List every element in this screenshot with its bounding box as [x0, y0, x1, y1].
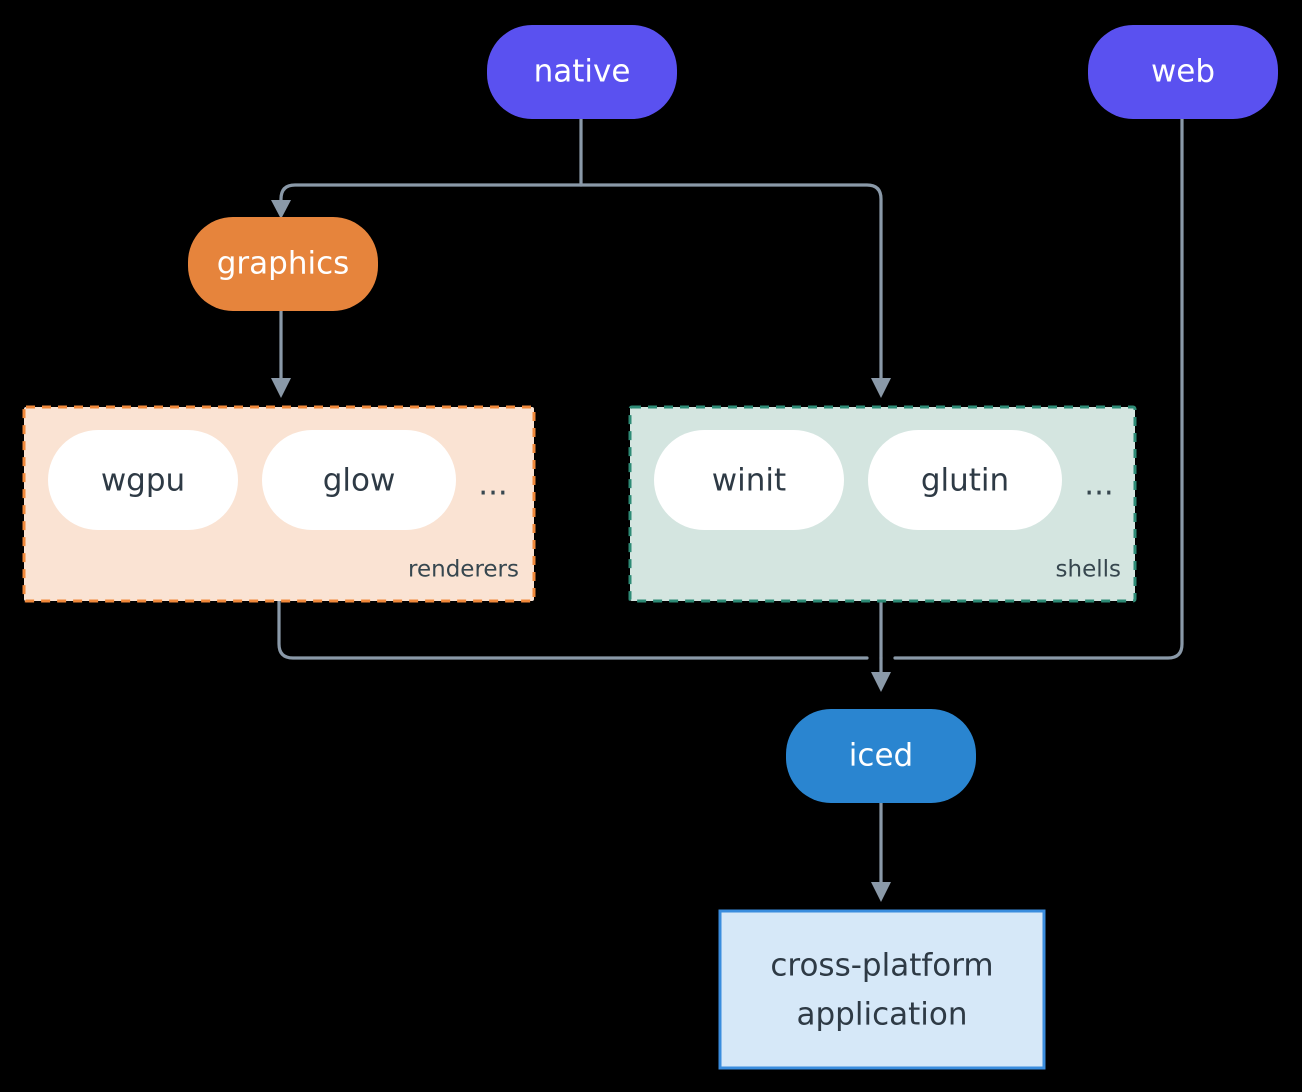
group-renderers-label: renderers — [408, 557, 519, 583]
arrowhead-iced-application — [871, 882, 891, 902]
group-shells-label: shells — [1056, 557, 1121, 583]
node-application-label-line2: application — [797, 997, 968, 1033]
node-iced[interactable]: iced — [786, 709, 976, 803]
node-wgpu[interactable]: wgpu — [48, 430, 238, 530]
node-glow-label: glow — [323, 463, 396, 499]
node-web[interactable]: web — [1088, 25, 1278, 119]
shells-overflow-ellipsis: ... — [1084, 467, 1114, 503]
node-glutin[interactable]: glutin — [868, 430, 1062, 530]
edge-native-to-shells — [579, 183, 883, 384]
arrowhead-native-shells — [871, 378, 891, 398]
node-graphics-shape — [188, 217, 378, 311]
edge-renderers-to-iced — [277, 599, 869, 660]
node-glow[interactable]: glow — [262, 430, 456, 530]
node-web-label: web — [1151, 54, 1215, 90]
renderers-overflow-ellipsis: ... — [478, 467, 508, 503]
node-glow-shape — [262, 430, 456, 530]
node-native-label: native — [534, 54, 631, 90]
node-wgpu-shape — [48, 430, 238, 530]
node-application-shape — [718, 909, 1046, 1070]
node-application-label-line1: cross-platform — [770, 948, 993, 984]
node-native[interactable]: native — [487, 25, 677, 119]
node-winit-label: winit — [712, 463, 786, 499]
edge-web-to-iced — [893, 117, 1184, 660]
edge-native-to-graphics — [279, 183, 583, 207]
node-wgpu-label: wgpu — [101, 463, 185, 499]
arrowhead-merge-iced — [871, 672, 891, 692]
group-shells: winit glutin ... shells — [628, 405, 1137, 603]
group-renderers: wgpu glow ... renderers — [22, 405, 536, 603]
node-glutin-label: glutin — [921, 463, 1009, 499]
node-web-shape — [1088, 25, 1278, 119]
node-winit-shape — [654, 430, 844, 530]
arrowhead-graphics-renderers — [271, 378, 291, 398]
node-application[interactable]: cross-platform application — [718, 909, 1046, 1070]
node-graphics[interactable]: graphics — [188, 217, 378, 311]
node-winit[interactable]: winit — [654, 430, 844, 530]
node-iced-label: iced — [849, 738, 913, 774]
node-native-shape — [487, 25, 677, 119]
arrowhead-native-graphics — [271, 200, 291, 219]
node-iced-shape — [786, 709, 976, 803]
node-graphics-label: graphics — [217, 246, 350, 282]
node-glutin-shape — [868, 430, 1062, 530]
edge-layer — [271, 117, 1184, 902]
